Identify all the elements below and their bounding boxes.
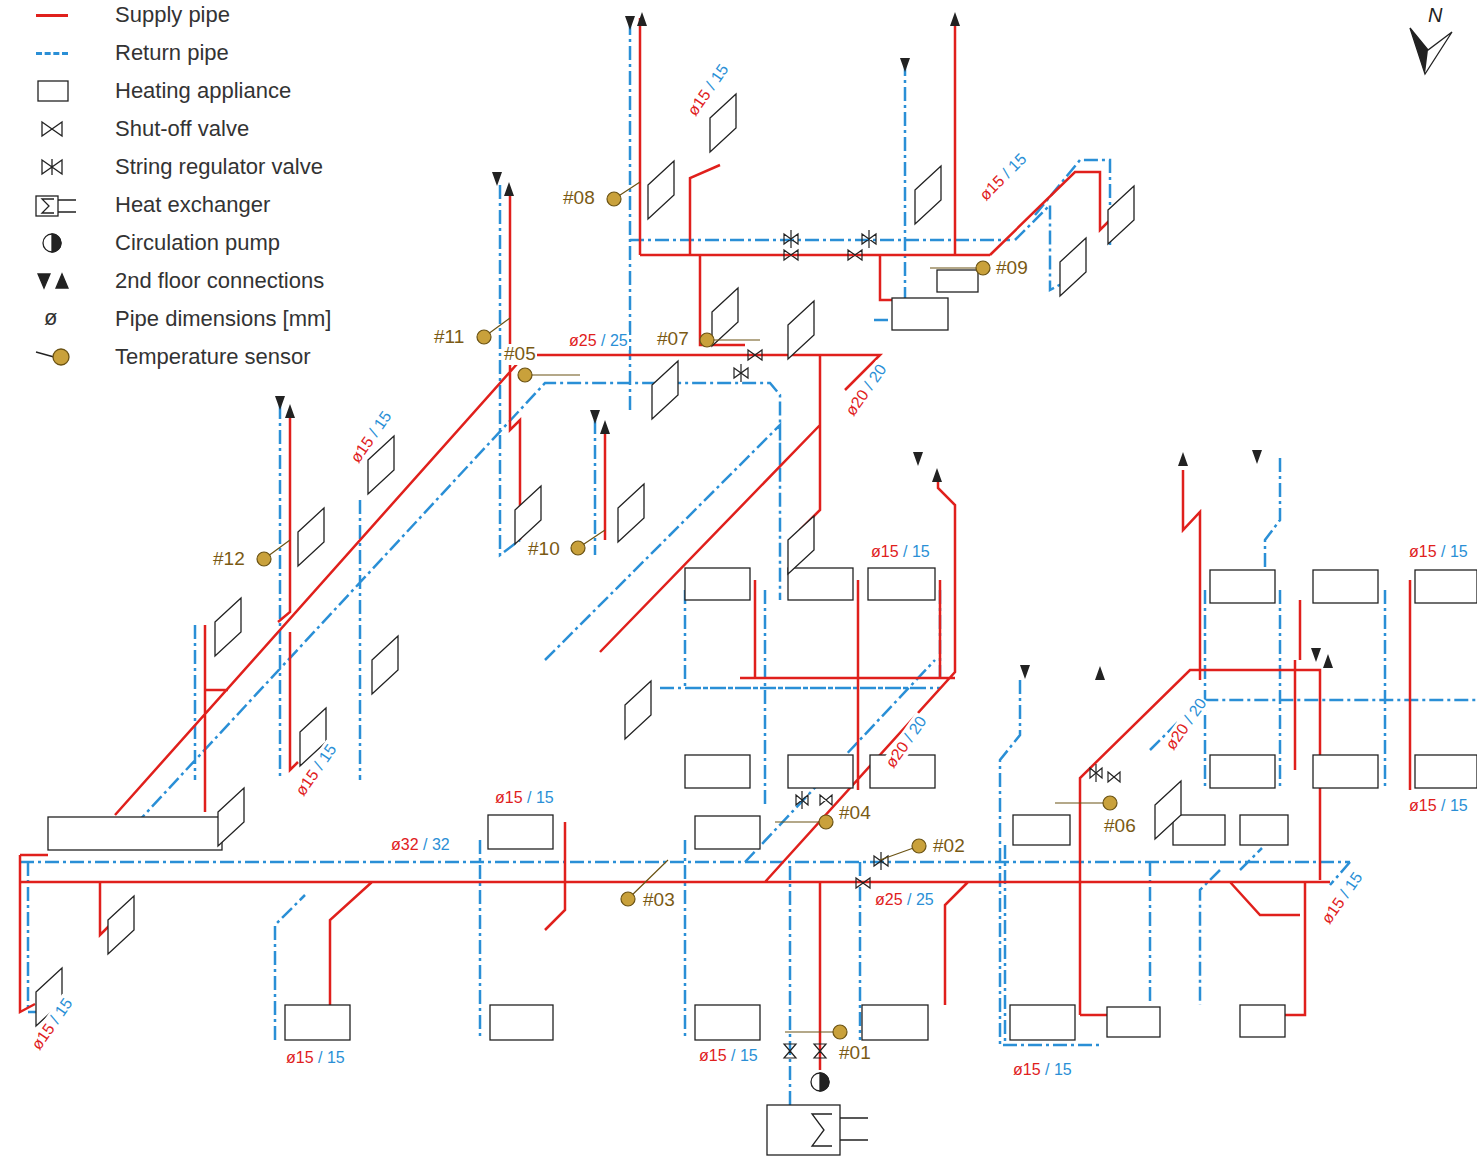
pipe-dimension: ø15 / 15 — [1012, 1061, 1073, 1079]
legend-label: Supply pipe — [115, 3, 230, 27]
supply-dimension: ø15 — [871, 543, 903, 560]
legend-symbol: ø — [44, 306, 57, 330]
supply-dimension: ø15 — [1013, 1061, 1045, 1078]
sensor-number: #05 — [503, 344, 537, 365]
skewed-appliances — [36, 94, 1181, 1026]
sensor-number: #11 — [433, 327, 465, 348]
legend-label: Temperature sensor — [115, 345, 311, 369]
return-dimension: / 15 — [731, 1047, 758, 1064]
return-dimension: / 15 — [1045, 1061, 1072, 1078]
supply-dimension: ø15 — [1409, 543, 1441, 560]
sensor-number: #09 — [995, 258, 1029, 279]
supply-dimension: ø15 — [1409, 797, 1441, 814]
pipe-dimension: ø15 / 15 — [698, 1047, 759, 1065]
pipe-dimension: ø20 / 20 — [1161, 694, 1210, 754]
legend-label: Circulation pump — [115, 231, 280, 255]
legend-label: Heat exchanger — [115, 193, 270, 217]
pipe-dimension: ø15 / 15 — [870, 543, 931, 561]
sensor-number: #12 — [212, 549, 246, 570]
pipe-dimension: ø15 / 15 — [1317, 868, 1366, 928]
supply-dimension: ø15 — [286, 1049, 318, 1066]
sensor-number: #08 — [562, 188, 596, 209]
supply-dimension: ø25 — [875, 891, 907, 908]
supply-dimension: ø25 — [569, 332, 601, 349]
legend-label: Shut-off valve — [115, 117, 249, 141]
valves — [734, 230, 1120, 1058]
pipe-dimension: ø15 / 15 — [975, 149, 1030, 204]
sensor-number: #07 — [656, 329, 690, 350]
sensor-number: #02 — [932, 836, 966, 857]
sensor-number: #01 — [838, 1043, 872, 1064]
return-dimension: / 25 — [601, 332, 628, 349]
temperature-sensors — [257, 182, 1117, 1039]
supply-dimension: ø15 — [495, 789, 527, 806]
legend-swatch — [36, 14, 68, 17]
return-dimension: / 25 — [907, 891, 934, 908]
compass-label: N — [1428, 4, 1442, 26]
pipe-dimension: ø32 / 32 — [390, 836, 451, 854]
legend-label: Heating appliance — [115, 79, 291, 103]
return-dimension: / 15 — [1441, 797, 1468, 814]
pipe-dimension: ø15 / 15 — [1408, 797, 1469, 815]
supply-pipes — [20, 18, 1410, 1070]
supply-dimension: ø32 — [391, 836, 423, 853]
legend-label: Return pipe — [115, 41, 229, 65]
sensor-number: #06 — [1103, 816, 1137, 837]
return-dimension: / 15 — [318, 1049, 345, 1066]
heat-exchanger — [767, 1073, 868, 1155]
sensor-number: #03 — [642, 890, 676, 911]
legend-label: Pipe dimensions [mm] — [115, 307, 331, 331]
pipe-dimension: ø15 / 15 — [494, 789, 555, 807]
legend-label: 2nd floor connections — [115, 269, 324, 293]
legend-swatch — [36, 52, 68, 55]
north-arrow-fill — [1410, 28, 1428, 74]
return-dimension: / 15 — [903, 543, 930, 560]
legend-symbols — [36, 81, 76, 365]
sensor-number: #04 — [838, 803, 872, 824]
floor-connections — [275, 12, 1333, 680]
supply-dimension: ø15 — [699, 1047, 731, 1064]
heating-appliances — [48, 270, 1477, 1040]
return-dimension: / 32 — [423, 836, 450, 853]
return-pipes — [20, 20, 1477, 1105]
pipe-dimension: ø25 / 25 — [568, 332, 629, 350]
return-dimension: / 15 — [1441, 543, 1468, 560]
pipe-dimension: ø15 / 15 — [285, 1049, 346, 1067]
legend-label: String regulator valve — [115, 155, 323, 179]
north-arrow — [1410, 28, 1452, 74]
return-dimension: / 15 — [527, 789, 554, 806]
pipe-dimension: ø25 / 25 — [874, 891, 935, 909]
pipe-dimension: ø15 / 15 — [1408, 543, 1469, 561]
sensor-number: #10 — [527, 539, 561, 560]
